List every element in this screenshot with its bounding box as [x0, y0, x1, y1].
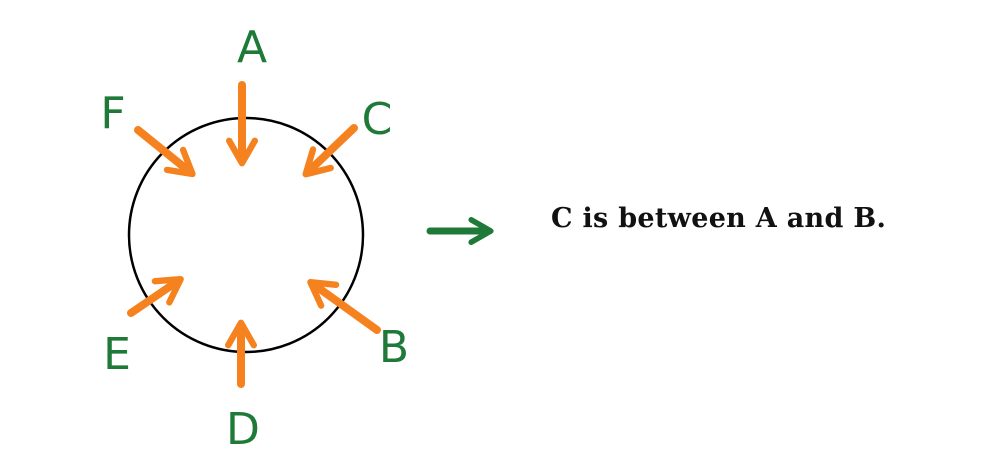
statement-text: C is between A and B. [551, 203, 887, 234]
arrow-F [134, 126, 196, 178]
arrow-E [127, 275, 184, 317]
arrow-B [307, 278, 381, 334]
arrow-C [302, 124, 358, 178]
label-B: B [379, 322, 409, 373]
label-F: F [100, 88, 125, 139]
label-A: A [237, 22, 267, 73]
label-E: E [103, 329, 131, 380]
label-D: D [226, 404, 260, 455]
label-C: C [362, 94, 393, 145]
